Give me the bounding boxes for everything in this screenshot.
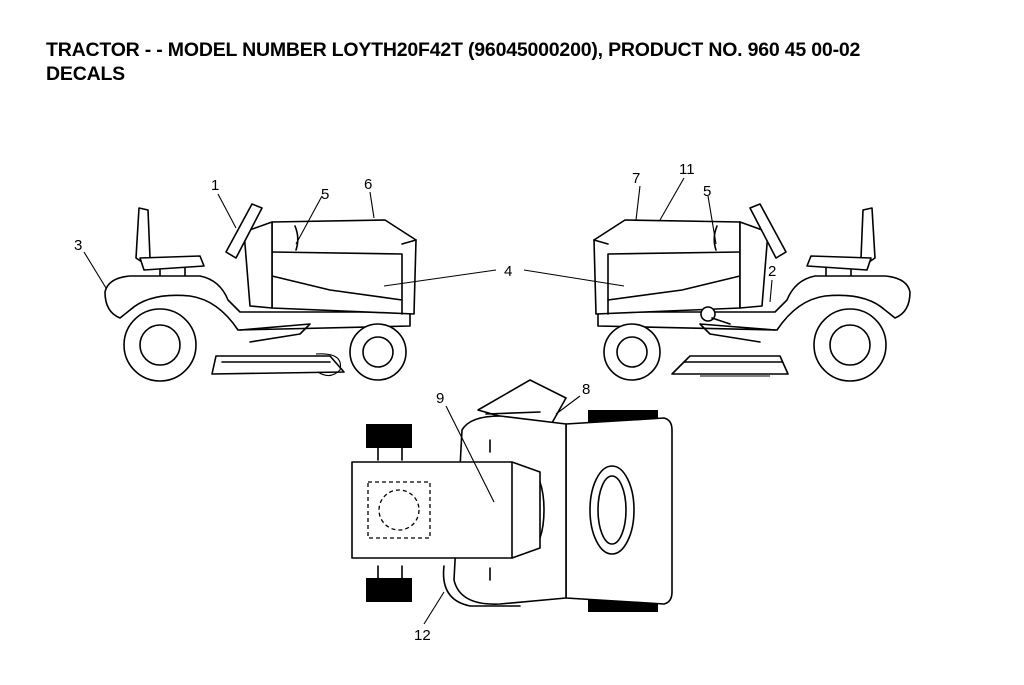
callout-8: 8	[582, 381, 590, 398]
callout-3: 3	[74, 237, 82, 254]
tractor-left-side-view	[104, 203, 417, 382]
title-line-section: DECALS	[46, 63, 125, 85]
title-line-model: TRACTOR - - MODEL NUMBER LOYTH20F42T (96…	[46, 39, 861, 61]
page-title: TRACTOR - - MODEL NUMBER LOYTH20F42T (96…	[46, 38, 860, 86]
callout-12: 12	[414, 627, 431, 644]
callout-5-right: 5	[703, 183, 711, 200]
callout-6: 6	[364, 176, 372, 193]
callout-numbers: 1 5 6 3 4 7 11 5 2 8 9 12	[74, 161, 776, 644]
callout-5-left: 5	[321, 186, 329, 203]
callout-2: 2	[768, 263, 776, 280]
callout-11: 11	[679, 161, 695, 178]
callout-9: 9	[436, 390, 444, 407]
callout-7: 7	[632, 170, 640, 187]
tractor-top-view	[351, 379, 673, 612]
tractor-right-side-view	[593, 203, 911, 382]
callout-1: 1	[211, 177, 219, 194]
callout-leaders	[83, 177, 773, 625]
callout-4: 4	[504, 263, 512, 280]
